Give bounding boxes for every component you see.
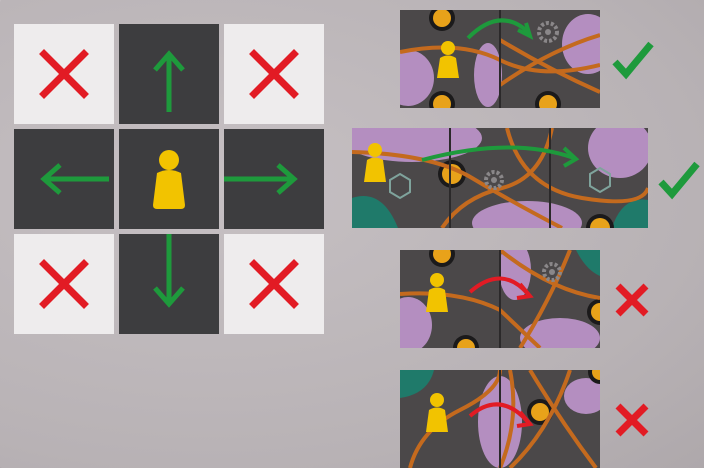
example-1-tiles xyxy=(400,10,600,108)
blocked-arrow-icon xyxy=(400,370,600,468)
grid-cell-top-right xyxy=(224,24,324,124)
movement-grid xyxy=(14,24,324,334)
example-2-tiles xyxy=(352,128,648,228)
example-3-tiles xyxy=(400,250,600,348)
cross-icon xyxy=(224,24,324,124)
grid-cell-right xyxy=(224,129,324,229)
grid-cell-bottom-left xyxy=(14,234,114,334)
arrow-right-icon xyxy=(224,129,324,229)
cross-icon xyxy=(612,280,652,320)
grid-cell-left xyxy=(14,129,114,229)
grid-cell-top-left xyxy=(14,24,114,124)
grid-cell-top xyxy=(119,24,219,124)
arrow-down-icon xyxy=(119,234,219,334)
grid-cell-bottom xyxy=(119,234,219,334)
grid-cell-center xyxy=(119,129,219,229)
cross-icon xyxy=(14,234,114,334)
grid-cell-bottom-right xyxy=(224,234,324,334)
check-icon xyxy=(658,160,700,200)
arrow-up-icon xyxy=(119,24,219,124)
blocked-arrow-icon xyxy=(400,250,600,348)
move-arrow-icon xyxy=(352,128,648,228)
cross-icon xyxy=(14,24,114,124)
arrow-left-icon xyxy=(14,129,114,229)
cross-icon xyxy=(224,234,324,334)
meeple-icon xyxy=(119,129,219,229)
check-icon xyxy=(612,40,654,80)
cross-icon xyxy=(612,400,652,440)
move-arrow-icon xyxy=(400,10,600,108)
example-4-tiles xyxy=(400,370,600,468)
